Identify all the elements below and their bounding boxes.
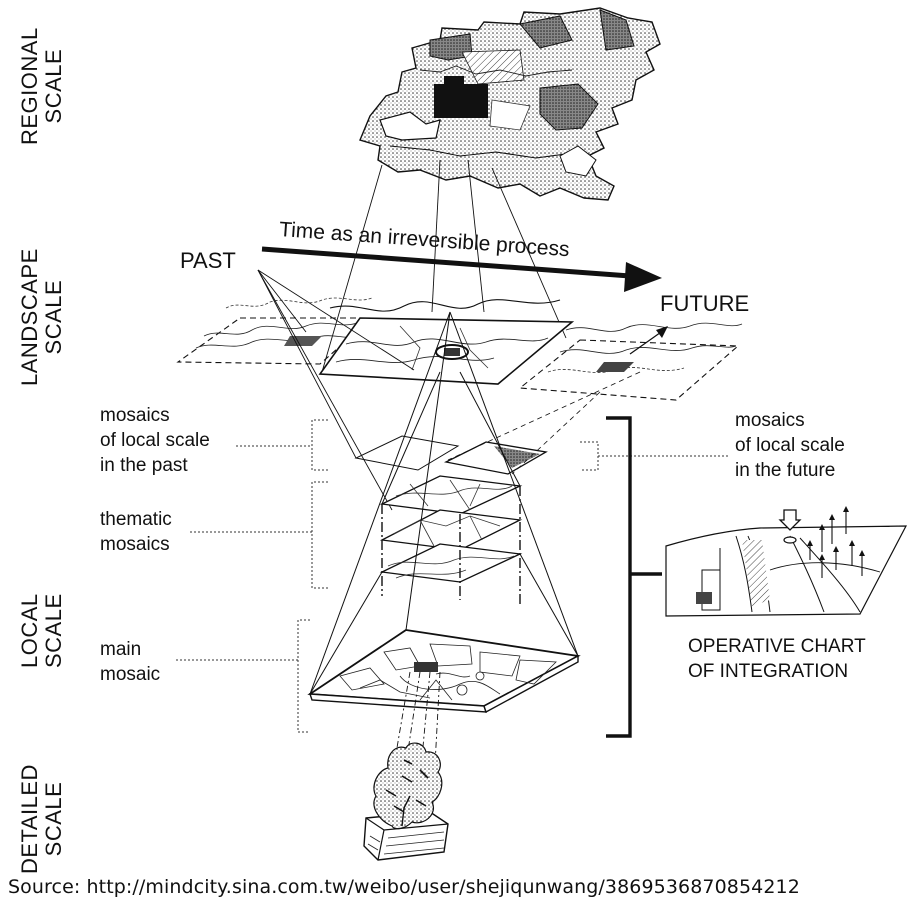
- local-scale-line-1: LOCAL: [17, 593, 42, 668]
- landscape-scale-label: LANDSCAPE SCALE: [17, 248, 66, 386]
- future-bracket: [606, 416, 662, 738]
- past-label: PAST: [180, 248, 236, 273]
- operative-chart-label: OPERATIVE CHART OF INTEGRATION: [688, 634, 866, 684]
- thematic-mosaics-label: thematic mosaics: [100, 507, 172, 557]
- thematic-line-1: thematic: [100, 509, 172, 530]
- regional-scale-label: REGIONAL SCALE: [17, 27, 66, 145]
- main-mosaic-line-2: mosaic: [100, 664, 161, 685]
- annotation-leaders: [176, 419, 730, 733]
- regional-projection-lines: [321, 159, 567, 373]
- mosaics-past-line-3: in the past: [100, 455, 188, 476]
- tree-planter-drawing: [363, 742, 449, 861]
- detailed-scale-line-2: SCALE: [41, 781, 66, 857]
- operative-chart-line-2: OF INTEGRATION: [688, 661, 849, 682]
- mosaics-future-line-1: mosaics: [735, 410, 805, 431]
- regional-map: [359, 7, 661, 201]
- detailed-scale-line-1: DETAILED: [17, 764, 42, 874]
- landscape-scale-line-1: LANDSCAPE: [17, 248, 42, 386]
- mosaics-future-line-2: of local scale: [735, 435, 845, 456]
- mosaics-past-label: mosaics of local scale in the past: [100, 403, 210, 478]
- mosaics-future-label: mosaics of local scale in the future: [735, 408, 845, 483]
- main-mosaic-label: main mosaic: [100, 637, 160, 687]
- operative-chart-line-1: OPERATIVE CHART: [688, 636, 866, 657]
- future-label: FUTURE: [660, 291, 750, 316]
- landscape-scale-line-2: SCALE: [41, 279, 66, 355]
- mosaics-past-line-1: mosaics: [100, 405, 170, 426]
- mosaics-future-line-3: in the future: [735, 460, 836, 481]
- detailed-scale-label: DETAILED SCALE: [17, 764, 66, 874]
- local-scale-line-2: SCALE: [41, 593, 66, 668]
- local-stack: [307, 311, 641, 821]
- mosaics-past-line-2: of local scale: [100, 430, 210, 451]
- regional-scale-line-2: SCALE: [41, 48, 66, 124]
- main-mosaic-line-1: main: [100, 639, 142, 660]
- regional-scale-line-1: REGIONAL: [17, 27, 42, 145]
- thematic-line-2: mosaics: [100, 534, 170, 555]
- time-arrow: [261, 246, 662, 292]
- operative-chart: [665, 506, 907, 617]
- past-fan-lines: [257, 269, 415, 511]
- landscape-future-map: [518, 322, 743, 401]
- source-caption: Source: http://mindcity.sina.com.tw/weib…: [8, 876, 800, 898]
- local-scale-label: LOCAL SCALE: [17, 593, 66, 668]
